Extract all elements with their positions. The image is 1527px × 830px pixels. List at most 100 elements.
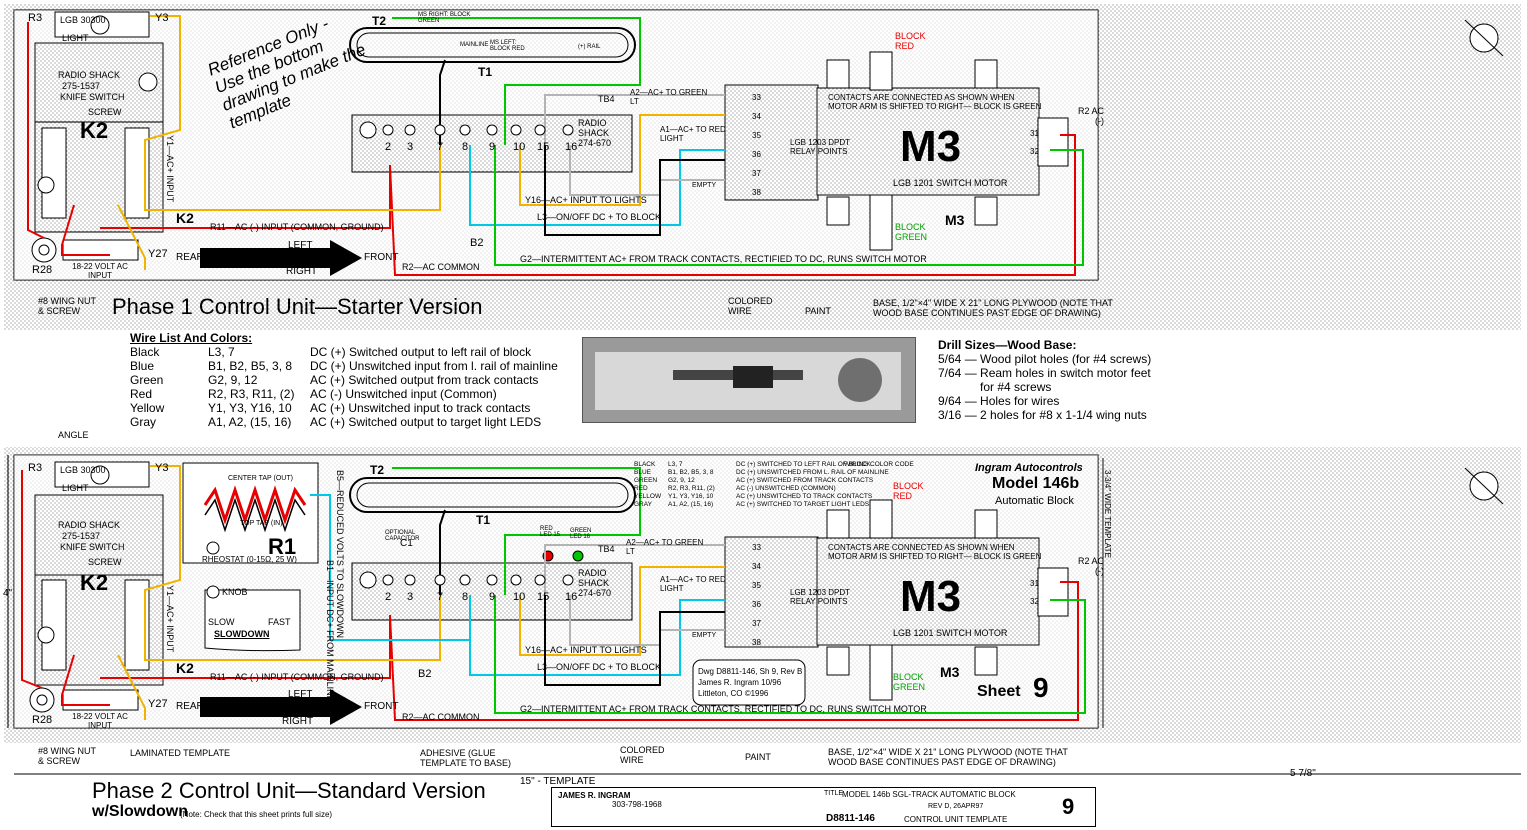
- terminal-number: 10: [513, 591, 525, 603]
- title-label: TITLE: [824, 790, 844, 797]
- drill-heading: Drill Sizes—Wood Base:: [938, 338, 1077, 352]
- relay-terminal-number: 37: [752, 169, 761, 178]
- block-green-label-p2: BLOCK GREEN: [893, 672, 926, 692]
- photo-relay: [733, 366, 773, 388]
- right-label-p2: RIGHT: [282, 716, 314, 727]
- screw-label: SCREW: [88, 107, 122, 117]
- photo-of-control-unit: [582, 337, 916, 423]
- wire-desc: AC (+) Unswitched input to track contact…: [310, 401, 531, 415]
- radio-shack-label: RADIO SHACK: [58, 70, 121, 80]
- light-label-p2: LIGHT: [62, 483, 89, 493]
- left-label-p2: LEFT: [288, 689, 313, 700]
- doc-line: Dwg D8811-146, Sh 9, Rev B: [698, 667, 803, 676]
- y3-label: Y3: [155, 12, 169, 24]
- wing-nut-label: #8 WING NUT & SCREW: [38, 296, 96, 316]
- cc-color: YELLOW: [634, 493, 662, 500]
- terminal-number: 16: [565, 141, 577, 153]
- a1-label: A1—AC+ TO RED LIGHT: [660, 125, 726, 143]
- author: JAMES R. INGRAM: [558, 791, 631, 800]
- motor-terminal-number: 32: [1030, 147, 1039, 156]
- terminal-screw: [510, 574, 522, 586]
- wire-desc: AC (-) Unswitched input (Common): [310, 387, 497, 401]
- optional-cap-label: OPTIONAL CAPACITOR: [385, 530, 420, 542]
- cc-desc: DC (+) SWITCHED TO LEFT RAIL OF BLOCK: [736, 461, 871, 468]
- terminal-number: 9: [489, 591, 495, 603]
- wire-color: Yellow: [130, 401, 165, 415]
- wing-nut-label-p2: #8 WING NUT & SCREW: [38, 746, 96, 766]
- m3-big: M3: [900, 122, 962, 171]
- wire-desc: AC (+) Switched output from track contac…: [310, 373, 539, 387]
- cc-color: BLUE: [634, 469, 651, 476]
- terminal-screw: [404, 574, 416, 586]
- b2-label: B2: [470, 237, 484, 249]
- k2-label-p2b: K2: [176, 660, 194, 676]
- y16-label: Y16—AC+ INPUT TO LIGHTS: [525, 195, 647, 205]
- r11-label: R11—AC (-) INPUT (COMMON, GROUND): [210, 222, 384, 232]
- contacts-note-p2: CONTACTS ARE CONNECTED AS SHOWN WHEN MOT…: [828, 543, 1042, 561]
- terminal-number: 9: [489, 141, 495, 153]
- r1-label: R1: [268, 534, 297, 559]
- empty-label-p2: EMPTY: [692, 632, 717, 639]
- y27-label: Y27: [148, 248, 168, 260]
- description: CONTROL UNIT TEMPLATE: [904, 815, 1008, 824]
- cc-desc: AC (+) SWITCHED FROM TRACK CONTACTS: [736, 477, 874, 484]
- drill-row: 3/16 — 2 holes for #8 x 1-1/4 wing nuts: [938, 408, 1147, 422]
- terminal-screw: [404, 124, 416, 136]
- cc-ids: L3, 7: [668, 461, 683, 468]
- t2-label: T2: [372, 14, 387, 28]
- k2-label: K2: [80, 118, 109, 143]
- lgb-label: LGB 30300: [60, 15, 106, 25]
- rear-label: REAR: [176, 252, 204, 263]
- radio-shack-tb-label: RADIO SHACK 274-670: [578, 118, 612, 148]
- terminal-number: 3: [407, 591, 413, 603]
- knife-label: KNIFE SWITCH: [60, 92, 125, 102]
- cc-color: GREEN: [634, 477, 658, 484]
- base-label-p2: BASE, 1/2"×4" WIDE X 21" LONG PLYWOOD (N…: [828, 747, 1068, 767]
- title-block-sheet: 9: [1062, 794, 1075, 819]
- terminal-screw: [382, 124, 394, 136]
- l3-label-p2: L3—ON/OFF DC + TO BLOCK: [537, 662, 661, 672]
- left-label: LEFT: [288, 240, 313, 251]
- y16-label-p2: Y16—AC+ INPUT TO LIGHTS: [525, 645, 647, 655]
- relay-terminal-number: 33: [752, 543, 761, 552]
- a2-label: A2—AC+ TO GREEN LT: [630, 88, 708, 106]
- sheet-label: Sheet: [977, 683, 1021, 700]
- a2-label-p2: A2—AC+ TO GREEN LT: [626, 538, 704, 556]
- phase2-title: Phase 2 Control Unit—Standard Version: [92, 778, 486, 803]
- terminal-number: 8: [462, 591, 468, 603]
- lgb-1201-label-p2: LGB 1201 SWITCH MOTOR: [893, 628, 1008, 638]
- empty-label: EMPTY: [692, 182, 717, 189]
- block-red-track-label: MS LEFT: BLOCK RED: [490, 40, 525, 52]
- r11-label-p2: R11—AC (-) INPUT (COMMON, GROUND): [210, 672, 384, 682]
- cc-color: GRAY: [634, 501, 652, 508]
- r2-common-label-p2: R2—AC COMMON: [402, 712, 480, 722]
- fast-label: FAST: [268, 617, 291, 627]
- drill-row: 7/64 — Ream holes in switch motor feet: [938, 366, 1151, 380]
- terminal-number: 16: [565, 591, 577, 603]
- y1-label-p2: Y1—AC+ INPUT: [165, 585, 175, 653]
- radio-shack-tb-label-p2: RADIO SHACK 274-670: [578, 568, 612, 598]
- lgb-1203-label-p2: LGB 1203 DPDT RELAY POINTS: [790, 588, 850, 606]
- screw-label-p2: SCREW: [88, 557, 122, 567]
- top-tap-label: TOP TAP (IN): [240, 520, 283, 527]
- cc-ids: G2, 9, 12: [668, 477, 695, 484]
- rs-part-label: 275-1537: [62, 81, 101, 91]
- red-led-label: RED LED 15: [540, 526, 561, 538]
- terminal-screw: [562, 124, 574, 136]
- photo-switch-motor: [838, 358, 882, 402]
- terminal-number: 15: [537, 591, 549, 603]
- rheostat-label: RHEOSTAT (0-15Ω, 25 W): [202, 555, 297, 564]
- cc-desc: DC (+) UNSWITCHED FROM L. RAIL OF MAINLI…: [736, 469, 889, 476]
- terminal-number: 8: [462, 141, 468, 153]
- cc-desc: AC (-) UNSWITCHED (COMMON): [736, 485, 836, 492]
- brand: Ingram Autocontrols: [975, 462, 1083, 474]
- print-note: (Note: Check that this sheet prints full…: [180, 810, 333, 819]
- wire-ids: B1, B2, B5, 3, 8: [208, 359, 293, 373]
- knob-label: KNOB: [222, 587, 248, 597]
